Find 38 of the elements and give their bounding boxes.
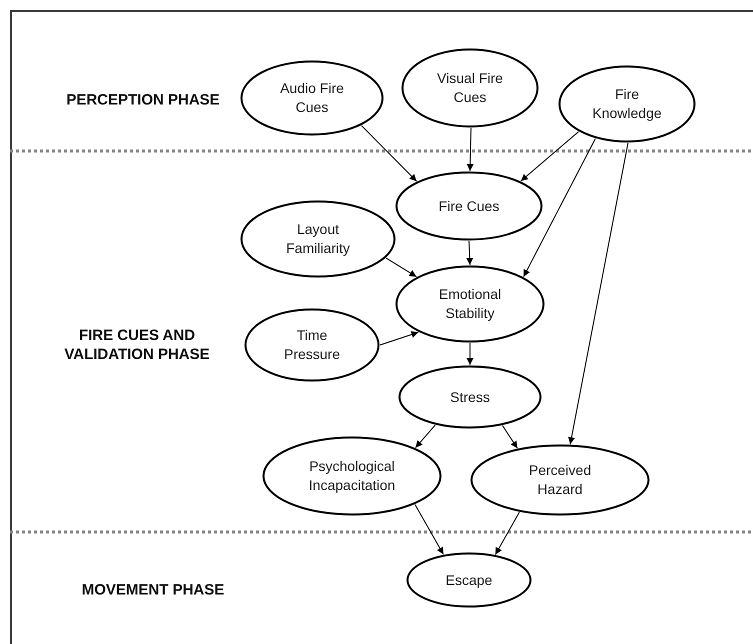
node-label: Psychological Incapacitation <box>308 457 396 495</box>
node-label: Emotional Stability <box>438 285 502 323</box>
node-label: Fire Knowledge <box>591 85 663 123</box>
arrow <box>494 512 520 556</box>
arrow <box>466 240 474 266</box>
phase-label: FIRE CUES AND VALIDATION PHASE <box>63 326 211 364</box>
phase-label: PERCEPTION PHASE <box>65 90 221 110</box>
node-label: Audio Fire Cues <box>279 79 345 117</box>
arrow <box>520 131 579 182</box>
arrow <box>466 128 474 172</box>
arrow <box>466 342 474 366</box>
arrow <box>414 504 444 555</box>
node-label: Visual Fire Cues <box>436 69 504 107</box>
ellipse-node <box>470 444 650 516</box>
node-label: Fire Cues <box>438 196 500 216</box>
ellipse-node <box>395 265 545 343</box>
ellipse-node <box>240 200 396 278</box>
arrow <box>568 142 628 445</box>
node-label: Perceived Hazard <box>528 461 592 499</box>
node-label: Escape <box>446 570 492 590</box>
ellipse-node <box>240 60 384 136</box>
ellipse-node <box>262 436 442 516</box>
node-label: Layout Familiarity <box>285 220 351 258</box>
ellipse-node <box>401 48 539 128</box>
arrow <box>502 425 518 449</box>
ellipse-node <box>244 308 380 382</box>
phase-label: MOVEMENT PHASE <box>80 580 226 600</box>
arrow <box>386 258 417 278</box>
node-label: Stress <box>450 388 490 406</box>
arrow <box>415 424 436 448</box>
ellipse-node <box>398 365 542 429</box>
ellipse-node <box>558 65 696 143</box>
ellipse-node <box>395 171 543 241</box>
arrow <box>361 125 418 182</box>
ellipse-node <box>406 552 532 608</box>
arrow <box>523 138 596 278</box>
node-label: Time Pressure <box>282 326 342 364</box>
arrow <box>380 331 419 346</box>
